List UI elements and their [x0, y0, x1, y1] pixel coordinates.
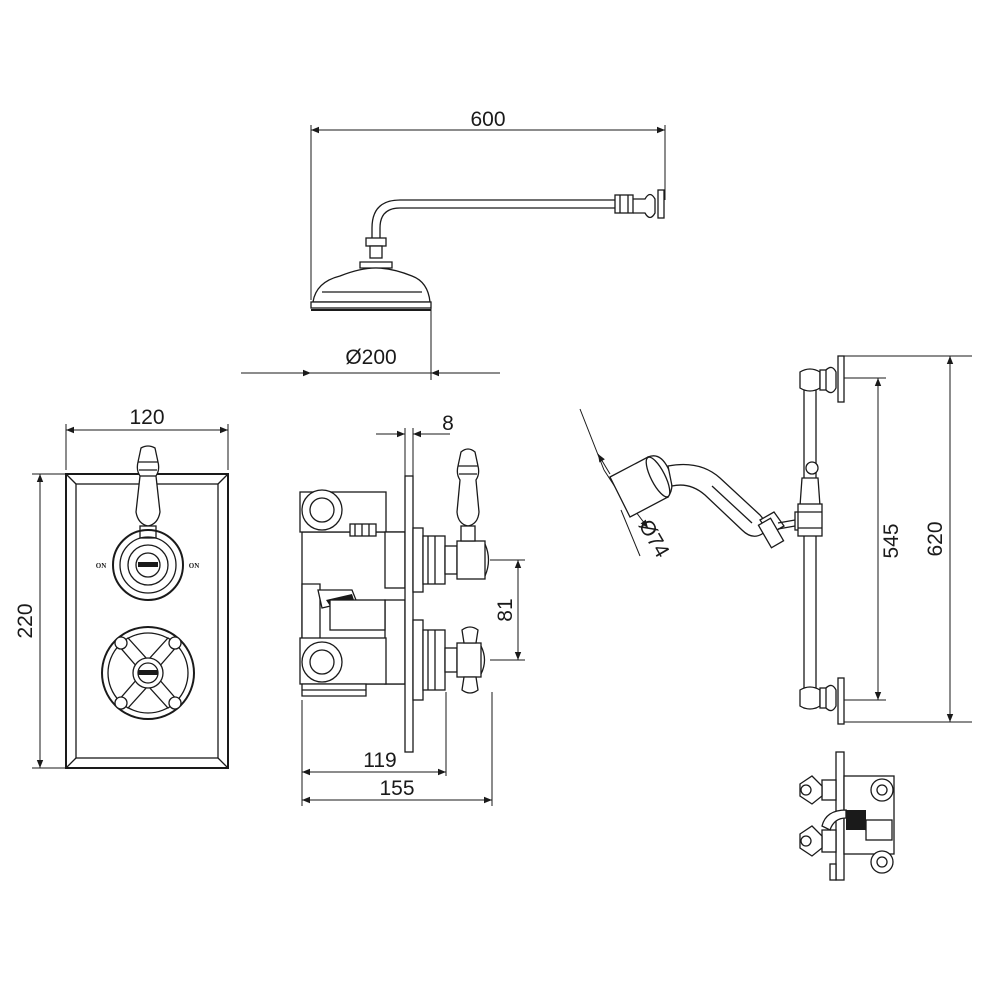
valve-mini-view [799, 751, 895, 881]
rail-centres-label: 545 [880, 523, 903, 558]
depth-total-label: 155 [379, 777, 414, 800]
plate-thickness-label: 8 [442, 412, 454, 435]
on-label-left: ON [96, 562, 107, 570]
on-label-right: ON [189, 562, 200, 570]
valve-front-view: 120 220 ON ON [14, 406, 229, 769]
depth-body-label: 119 [363, 749, 396, 772]
outlet-spacing-label: 81 [494, 598, 517, 621]
rail-overall-label: 620 [924, 521, 947, 556]
arm-length-label: 600 [470, 108, 505, 131]
plate-height-label: 220 [14, 603, 37, 638]
plate-width-label: 120 [129, 406, 164, 429]
shower-head-view: 600 Ø200 [241, 108, 666, 380]
handset-rail-view: Ø74 545 [579, 355, 972, 725]
head-diameter-label: Ø200 [345, 346, 396, 369]
valve-side-view: 8 [299, 412, 525, 806]
